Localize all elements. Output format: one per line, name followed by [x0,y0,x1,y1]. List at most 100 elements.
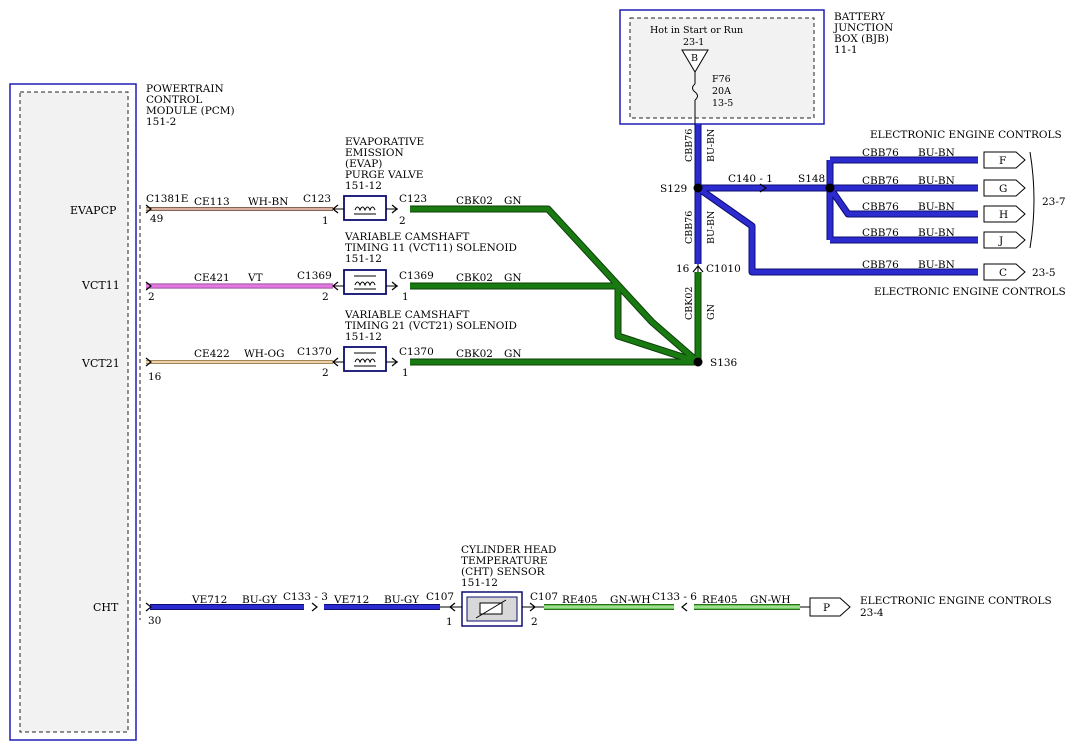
pcm-vct21-connector-icon [145,357,152,367]
vct21-solenoid[interactable] [343,346,387,372]
row-c-wire: CBB76 [862,259,899,271]
cht-pin-pcm: 30 [148,615,161,627]
vct21-conn-right: C1370 [399,346,434,358]
evap-pin-right: 2 [399,215,406,227]
vct21-title-3: 151-12 [345,331,382,343]
cht-title-3: (CHT) SENSOR [461,566,546,578]
flag-c[interactable]: C [983,263,1026,281]
cht-title-4: 151-12 [461,577,498,589]
evap-valve[interactable] [343,195,387,221]
evap-pin-left: 1 [322,215,329,227]
c140-connector-icon [759,183,768,193]
c133-6-connector-icon [681,602,688,612]
evap-title-4: PURGE VALVE [345,169,423,181]
row-c-color: BU-BN [918,259,955,271]
row-h-wire: CBB76 [862,201,899,213]
vert-lower-color: GN [706,304,717,320]
fuse-icon [692,83,698,101]
c1370-left-connector-icon [332,357,339,367]
evap-title-2: EMISSION [345,147,404,159]
vct11-color-pcm: VT [247,272,263,284]
vct21-color-right: GN [504,348,522,360]
c107-right-connector-icon [529,602,536,612]
vert-mid-wire: CBB76 [684,211,695,244]
evap-conn-left: C123 [303,193,331,205]
cht-w4: RE405 [702,594,738,606]
vct11-color-right: GN [504,272,522,284]
evap-wire-right: CBK02 [456,195,493,207]
pcm-name-3: MODULE (PCM) [146,105,235,117]
evap-color-pcm: WH-BN [248,196,288,208]
label-s136: S136 [710,357,738,369]
evap-wire-pcm: CE113 [194,196,230,208]
vct11-title-2: TIMING 11 (VCT11) SOLENOID [345,242,517,254]
vct21-wire-pcm: CE422 [194,348,230,360]
evap-conn-pcm: C1381E [146,193,188,205]
eec-top-label: ELECTRONIC ENGINE CONTROLS [870,129,1062,141]
cht-dest-label: ELECTRONIC ENGINE CONTROLS [860,595,1052,607]
vct21-title-1: VARIABLE CAMSHAFT [344,309,469,321]
cht-conn2: C133 - 6 [652,591,697,603]
cht-conn1: C133 - 3 [283,591,328,603]
flag-g-letter: G [999,183,1007,195]
pcm-module[interactable] [9,83,137,741]
c1381e-connector-icon [145,204,152,214]
row-f-wire: CBB76 [862,147,899,159]
c107-left-connector-icon [449,602,456,612]
pin-cht: CHT [93,601,119,614]
vct11-wire-pcm: CE421 [194,272,230,284]
flag-j[interactable]: J [983,231,1026,249]
evap-conn-right: C123 [399,193,427,205]
flag-p[interactable]: P [809,597,851,617]
bjb-hot-triangle [681,49,709,73]
label-s129: S129 [660,183,687,195]
cht-sensor[interactable] [461,591,523,627]
flag-h[interactable]: H [983,205,1026,223]
c-ref: 23-5 [1032,267,1056,279]
vct11-title-1: VARIABLE CAMSHAFT [344,231,469,243]
fuse-name: F76 [712,74,731,85]
group-brace [1029,151,1035,249]
pin-vct11: VCT11 [81,279,120,292]
label-c140: C140 - 1 [728,173,773,185]
pcm-name-4: 151-2 [146,116,176,128]
row-g-color: BU-BN [918,175,955,187]
c123-left-connector-icon [332,204,339,214]
evap-pin-pcm: 49 [150,213,163,225]
solenoid-coil-icon [354,281,376,287]
splice-s136 [693,357,703,367]
vct21-conn-left: C1370 [297,346,332,358]
cht-w1: VE712 [191,594,227,606]
solenoid-coil-icon [354,206,376,212]
vct11-pin-left: 2 [322,291,329,303]
vct11-pin-pcm: 2 [148,291,155,303]
vct11-conn-right: C1369 [399,270,434,282]
fuse-rating: 20A [712,86,731,97]
flag-f[interactable]: F [983,151,1026,169]
row-g-wire: CBB76 [862,175,899,187]
bjb-hot-label: Hot in Start or Run [650,25,743,36]
cht-c1: BU-GY [242,594,278,606]
c133-3-connector-icon [311,602,318,612]
c1369-left-connector-icon [332,281,339,291]
evap-color-right: GN [504,195,522,207]
flag-j-letter: J [998,235,1003,247]
flag-c-letter: C [999,267,1007,279]
cht-dest-ref: 23-4 [860,607,884,619]
bjb-name-2: JUNCTION [833,22,893,34]
cht-c2: BU-GY [384,594,420,606]
evap-title-5: 151-12 [345,180,382,192]
row-f-color: BU-BN [918,147,955,159]
bjb-hot-ref: 23-1 [683,37,704,48]
c1369-right-connector-icon [391,281,398,291]
bjb-module[interactable] [619,9,825,125]
bjb-name-1: BATTERY [834,11,886,23]
splice-s148 [825,183,835,193]
flag-g[interactable]: G [983,179,1026,197]
cht-title-1: CYLINDER HEAD [461,544,556,556]
evap-title-3: (EVAP) [345,158,382,170]
eec-bottom-label: ELECTRONIC ENGINE CONTROLS [874,286,1066,298]
c123-right-connector-icon [391,204,398,214]
row-j-wire: CBB76 [862,227,899,239]
vct11-solenoid[interactable] [343,269,387,295]
